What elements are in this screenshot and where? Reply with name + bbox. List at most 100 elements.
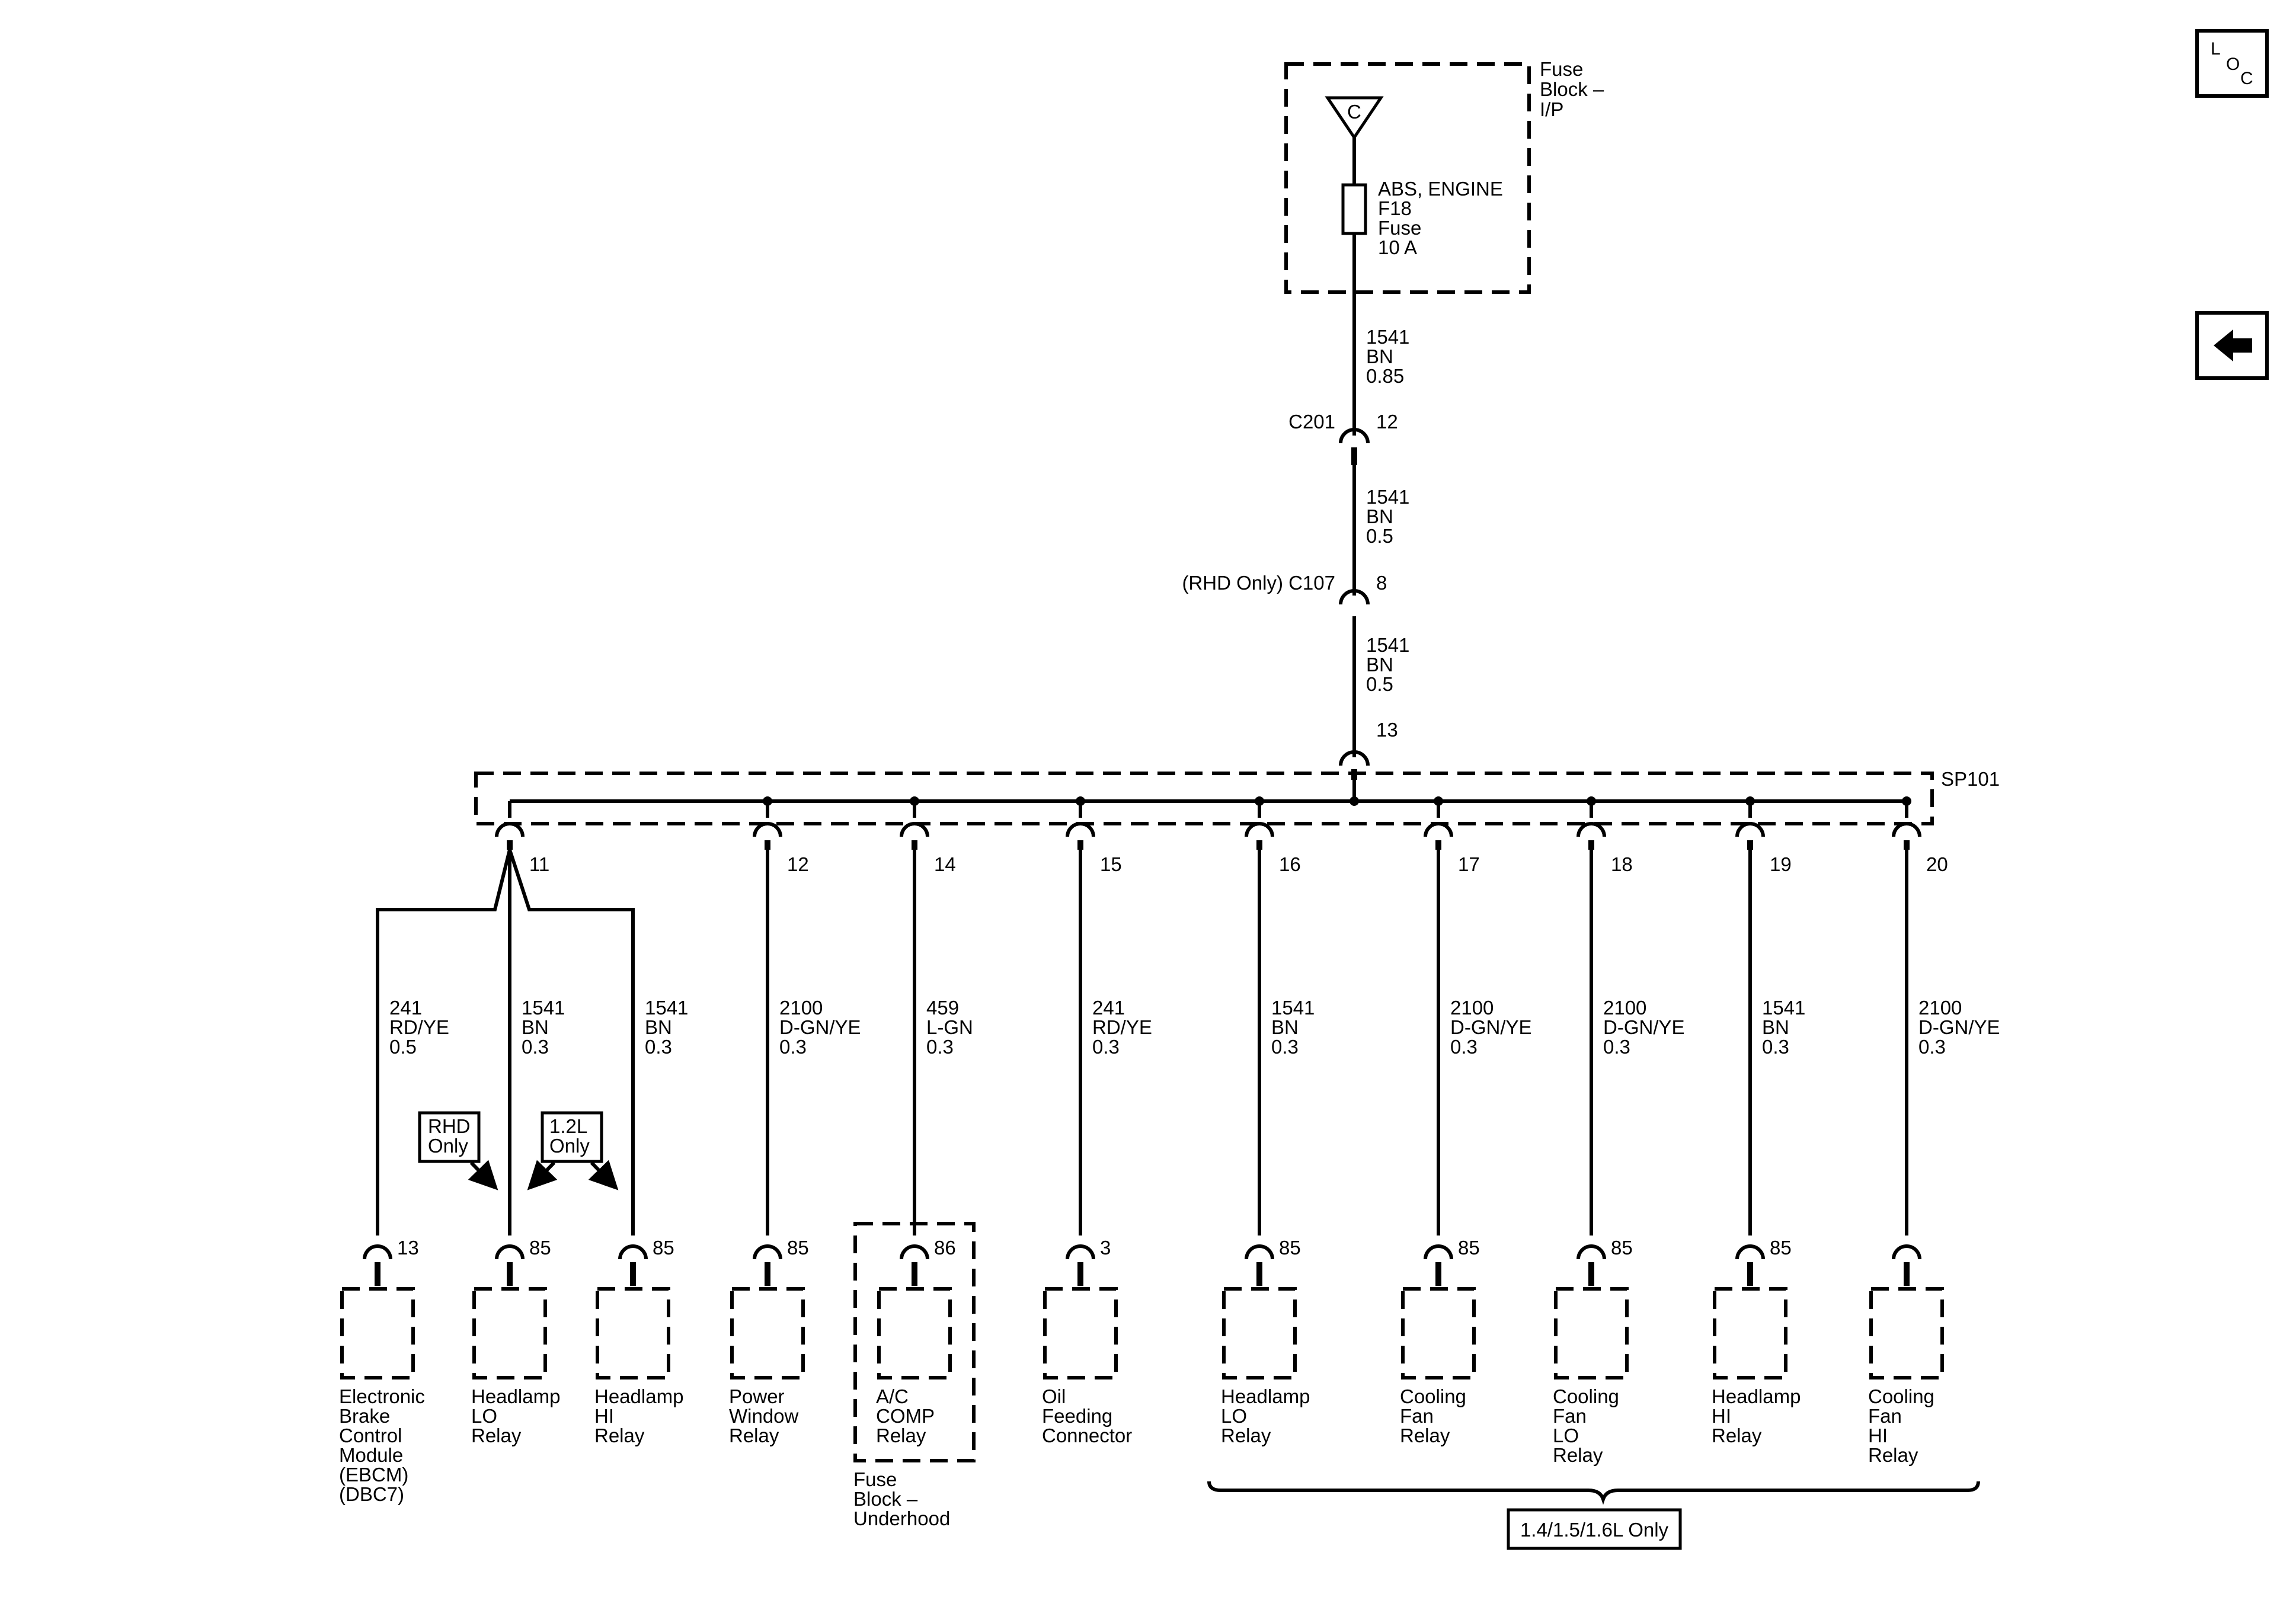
- wire-label-line-3: 0.3: [522, 1036, 549, 1058]
- rhd-only-note: RHD Only: [418, 1111, 498, 1190]
- component-label-line-1: Cooling: [1868, 1385, 1934, 1407]
- splice-terminal: [1245, 822, 1274, 837]
- main-wire-1-size: 0.85: [1366, 365, 1404, 387]
- component-label-line-3: Connector: [1042, 1425, 1132, 1446]
- splice-pin-label: 15: [1100, 853, 1122, 875]
- fuse-block-ip-label-1: Fuse: [1540, 58, 1583, 80]
- wire-label-line-2: BN: [522, 1016, 549, 1038]
- component-label-line-1: Electronic: [339, 1385, 425, 1407]
- component-label-line-1: Headlamp: [1221, 1385, 1310, 1407]
- component-terminal: [900, 1244, 929, 1260]
- component-label-line-4: Module: [339, 1444, 403, 1466]
- component-label-line-4: Relay: [1553, 1444, 1603, 1466]
- wire-label-line-1: 2100: [1918, 997, 1962, 1019]
- component-pin-label: 85: [653, 1237, 674, 1259]
- wire-label-line-3: 0.3: [779, 1036, 807, 1058]
- fuse-block-ip-label-2: Block –: [1540, 78, 1604, 100]
- wire-label-line-1: 2100: [1603, 997, 1646, 1019]
- main-wire-3-size: 0.5: [1366, 673, 1393, 695]
- component-terminal: [1735, 1244, 1765, 1260]
- component-label-line-2: HI: [1712, 1405, 1731, 1427]
- component-label-line-2: Fan: [1868, 1405, 1902, 1427]
- splice-terminal: [1892, 822, 1921, 837]
- component-label-line-2: LO: [1221, 1405, 1247, 1427]
- component-pin-label: 86: [934, 1237, 956, 1259]
- splice-terminal-pin: [765, 840, 770, 850]
- main-wire-label-2: 1541 BN 0.5: [1366, 486, 1409, 547]
- component-terminal: [495, 1244, 525, 1260]
- wire-label-line-1: 1541: [1762, 997, 1805, 1019]
- power-source-label: C: [1347, 101, 1361, 123]
- component-box: [1713, 1287, 1787, 1379]
- wire-label-line-2: D-GN/YE: [1450, 1016, 1532, 1038]
- component-label-line-3: Relay: [729, 1425, 779, 1446]
- fuse-label-1: ABS, ENGINE: [1378, 178, 1503, 200]
- c201-name: C201: [1288, 411, 1335, 433]
- branch-circuits: 241RD/YE0.513ElectronicBrakeControlModul…: [339, 796, 2000, 1505]
- splice-terminal-pin: [1077, 840, 1083, 850]
- power-source-symbol: C: [1325, 96, 1384, 140]
- fuse-block-ip: Fuse Block – I/P C ABS, ENGINE F18 Fuse …: [1284, 58, 1604, 294]
- component-pin-label: 85: [1770, 1237, 1792, 1259]
- branch-pin-11: 11: [376, 801, 635, 1235]
- component-label-line-3: Relay: [594, 1425, 645, 1446]
- wire-label-line-2: RD/YE: [1092, 1016, 1152, 1038]
- component-terminal-pin: [507, 1262, 513, 1286]
- loc-button[interactable]: L O C: [2195, 29, 2269, 98]
- component-terminal-pin: [1256, 1262, 1262, 1286]
- component-terminal-pin: [1904, 1262, 1910, 1286]
- splice-pin-label: 18: [1611, 853, 1633, 875]
- back-button[interactable]: [2195, 311, 2269, 380]
- component-terminal: [1066, 1244, 1095, 1260]
- wire-label-line-3: 0.3: [1450, 1036, 1478, 1058]
- component-terminal: [1576, 1244, 1606, 1260]
- component-label-line-1: Cooling: [1400, 1385, 1466, 1407]
- engine-group-label: 1.4/1.5/1.6L Only: [1520, 1519, 1669, 1541]
- wire-label-line-2: D-GN/YE: [779, 1016, 861, 1038]
- component-terminal-pin: [1077, 1262, 1083, 1286]
- splice-terminal: [900, 822, 929, 837]
- wire-label-line-3: 0.3: [1603, 1036, 1630, 1058]
- splice-terminal-pin: [1904, 840, 1910, 850]
- component-terminal: [753, 1244, 782, 1260]
- component-pin-label: 85: [787, 1237, 809, 1259]
- wire-label-line-3: 0.5: [389, 1036, 417, 1058]
- wire-label-line-2: RD/YE: [389, 1016, 449, 1038]
- component-label-line-1: Headlamp: [594, 1385, 683, 1407]
- main-wire-label-1: 1541 BN 0.85: [1366, 326, 1409, 387]
- splice-pin-label: 12: [787, 853, 809, 875]
- wire-label-line-2: D-GN/YE: [1918, 1016, 2000, 1038]
- main-wire-3-circuit: 1541: [1366, 634, 1409, 656]
- wire-label-line-2: BN: [1271, 1016, 1299, 1038]
- component-pin-label: 85: [1279, 1237, 1301, 1259]
- component-label-line-2: Fan: [1553, 1405, 1587, 1427]
- splice-pin-label: 16: [1279, 853, 1301, 875]
- fuse-block-underhood-label-3: Underhood: [853, 1507, 950, 1529]
- component-box: [1222, 1287, 1297, 1379]
- component-box: [730, 1287, 805, 1379]
- wire-label-line-1: 1541: [522, 997, 565, 1019]
- component-label-line-1: A/C: [876, 1385, 909, 1407]
- branch-circuit-1: 241RD/YE0.513ElectronicBrakeControlModul…: [339, 997, 449, 1505]
- wire-label-line-2: BN: [645, 1016, 672, 1038]
- fuse-block-underhood-label-2: Block –: [853, 1488, 918, 1510]
- component-pin-label: 3: [1100, 1237, 1111, 1259]
- loc-letter-c: C: [2240, 69, 2253, 88]
- wire-label-line-1: 241: [389, 997, 422, 1019]
- splice-terminal: [1735, 822, 1765, 837]
- splice-terminal-pin: [1256, 840, 1262, 850]
- splice-pin-11: 11: [529, 853, 549, 875]
- splice-terminal-pin: [912, 840, 917, 850]
- engine-12l-label-2: Only: [549, 1135, 590, 1157]
- wire-label-line-1: 1541: [645, 997, 688, 1019]
- engine-group-brace: 1.4/1.5/1.6L Only: [1207, 1481, 1980, 1550]
- wire-label-line-1: 2100: [1450, 997, 1494, 1019]
- component-terminal-pin: [1747, 1262, 1753, 1286]
- left-arrow-icon: [2214, 329, 2252, 361]
- c107-pin: 8: [1376, 572, 1387, 594]
- wire-label-line-3: 0.3: [926, 1036, 954, 1058]
- component-label-line-3: HI: [1868, 1425, 1888, 1446]
